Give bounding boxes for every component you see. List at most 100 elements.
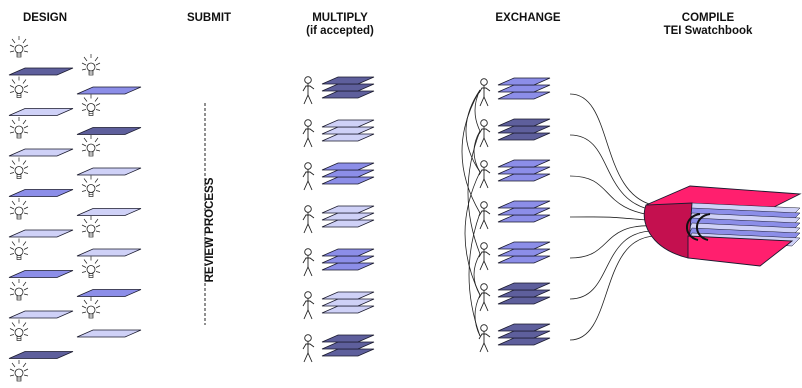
exchange-stack (497, 323, 551, 346)
binder-ring (686, 213, 701, 241)
exchange-to-binder-curve (569, 235, 659, 341)
swatchbook-binder (643, 185, 802, 267)
lightbulb-icon (81, 175, 101, 197)
exchange-to-binder-curve (569, 175, 659, 217)
multiply-stack (321, 205, 375, 228)
design-swatch (76, 86, 142, 95)
swatch-sheet (497, 132, 551, 141)
swatch-sheet (497, 125, 551, 134)
lightbulb-icon (81, 54, 101, 76)
exchange-stack (497, 282, 551, 305)
exchange-to-binder-curve (569, 93, 659, 207)
swatch-sheet (321, 83, 375, 92)
lightbulb-icon (9, 76, 29, 98)
binder-front-cover (687, 235, 794, 267)
design-swatch (8, 108, 74, 116)
swatch-sheet (497, 200, 551, 209)
swatch-sheet (321, 76, 375, 85)
exchange-to-binder-curve (569, 230, 659, 300)
lightbulb-icon (9, 36, 29, 58)
design-group (8, 36, 142, 382)
lightbulb-icon (81, 256, 101, 278)
header-design-label: DESIGN (22, 12, 68, 24)
person-icon (478, 324, 491, 353)
person-icon (478, 160, 491, 189)
exchange-arc (467, 130, 481, 255)
lightbulb-icon (9, 157, 29, 179)
swatch-sheet (497, 159, 551, 168)
design-swatch (76, 208, 142, 216)
person-icon (478, 119, 491, 148)
swatch-sheet (497, 289, 551, 298)
swatch-sheet (321, 205, 375, 214)
multiply-stack (321, 248, 375, 271)
exchange-stack (497, 200, 551, 223)
header-submit-label: SUBMIT (186, 12, 232, 24)
swatch-sheet (497, 255, 551, 264)
swatch-sheet (321, 162, 375, 171)
header-multiply-label: MULTIPLY (312, 12, 368, 24)
swatch-sheet (497, 118, 551, 127)
exchange-stack (497, 118, 551, 141)
design-swatch (76, 127, 142, 135)
exchange-connections (461, 89, 659, 341)
header-compile-label: COMPILE (681, 12, 735, 24)
person-icon (478, 283, 491, 312)
lightbulb-icon (9, 238, 29, 260)
exchange-arc (474, 89, 481, 132)
header-compile: COMPILE TEI Swatchbook (658, 12, 758, 38)
swatch-sheet (321, 305, 375, 314)
header-exchange: EXCHANGE (488, 12, 568, 25)
swatch-sheet (497, 241, 551, 250)
swatch-sheet (497, 248, 551, 257)
design-swatch (8, 67, 74, 76)
lightbulb-icon (81, 135, 101, 157)
design-swatch (8, 310, 74, 319)
person-icon (478, 78, 491, 107)
person-icon (302, 119, 315, 148)
swatch-sheet (497, 207, 551, 216)
person-icon (302, 162, 315, 191)
swatch-sheet (321, 219, 375, 228)
swatch-sheet (321, 334, 375, 343)
swatch-sheet (321, 341, 375, 350)
exchange-group (478, 77, 551, 353)
lightbulb-icon (9, 117, 29, 139)
swatch-sheet (497, 173, 551, 182)
design-swatch (76, 167, 142, 176)
swatch-sheet (497, 337, 551, 346)
multiply-stack (321, 76, 375, 99)
design-swatch (8, 189, 74, 197)
exchange-arc (473, 253, 481, 296)
swatch-sheet (321, 126, 375, 135)
lightbulb-icon (9, 279, 29, 301)
exchange-stack (497, 159, 551, 182)
person-icon (478, 242, 491, 271)
exchange-to-binder-curve (569, 225, 659, 259)
swatch-sheet (321, 255, 375, 264)
exchange-arc (468, 212, 481, 337)
swatch-sheet (497, 166, 551, 175)
person-icon (478, 201, 491, 230)
swatch-sheet (321, 90, 375, 99)
exchange-arc (464, 171, 481, 296)
exchange-to-binder-curve (569, 134, 659, 212)
header-submit: SUBMIT (176, 12, 242, 25)
person-icon (302, 76, 315, 105)
swatch-sheet (321, 348, 375, 357)
swatch-sheet (321, 262, 375, 271)
lightbulb-icon (81, 216, 101, 238)
lightbulb-icon (81, 297, 101, 319)
swatch-sheet (321, 176, 375, 185)
binder-ring (696, 213, 711, 241)
swatch-sheet (497, 323, 551, 332)
exchange-to-binder-curve (569, 216, 659, 222)
swatch-sheet (497, 296, 551, 305)
swatch-sheet (497, 91, 551, 100)
multiply-stack (321, 119, 375, 142)
multiply-stack (321, 291, 375, 314)
design-swatch (8, 270, 74, 278)
lightbulb-icon (9, 198, 29, 220)
design-swatch (8, 148, 74, 157)
header-exchange-label: EXCHANGE (495, 12, 561, 24)
